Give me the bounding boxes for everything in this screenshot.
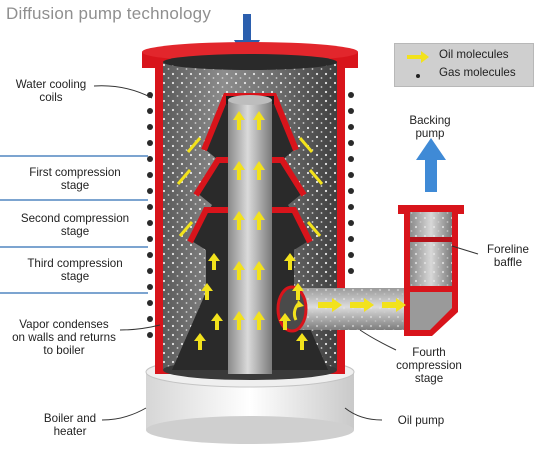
label-third-stage: Third compressionstage (10, 257, 140, 283)
label-water-cooling: Water coolingcoils (6, 78, 96, 104)
oil-arrow-icon (407, 51, 429, 63)
legend-icons (405, 46, 435, 86)
label-second-stage: Second compressionstage (10, 212, 140, 238)
legend-oil: Oil molecules (439, 48, 509, 61)
diagram-title: Diffusion pump technology (6, 4, 211, 24)
gas-dot-icon (416, 74, 420, 78)
legend-gas: Gas molecules (439, 66, 516, 79)
label-foreline-baffle: Forelinebaffle (476, 243, 540, 269)
label-oil-pump: Oil pump (386, 414, 456, 427)
cooling-coils-left (147, 92, 153, 338)
label-vapor-condenses: Vapor condenseson walls and returnsto bo… (4, 318, 124, 357)
cooling-coils-right (348, 92, 354, 274)
legend: Oil molecules Gas molecules (394, 43, 534, 87)
backing-arrow-icon (416, 138, 446, 192)
label-boiler: Boiler andheater (30, 412, 110, 438)
label-fourth-stage: Fourthcompressionstage (384, 346, 474, 385)
label-first-stage: First compressionstage (10, 166, 140, 192)
label-backing-pump: Backingpump (398, 114, 462, 140)
